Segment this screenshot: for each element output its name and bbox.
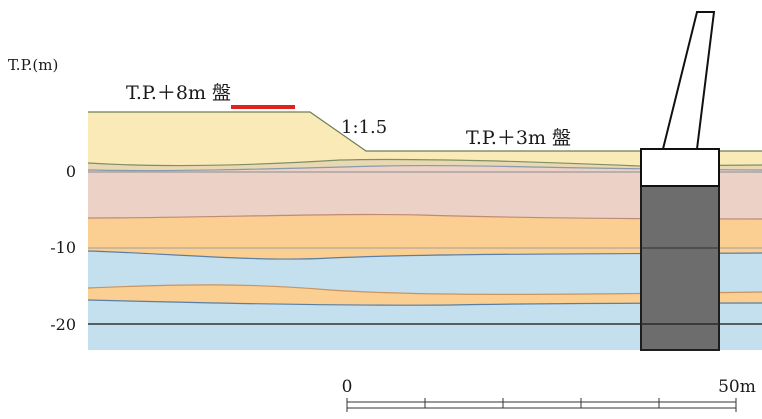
scale-bar-end-label: 50m <box>718 377 756 397</box>
slope-ratio-label: 1:1.5 <box>341 117 387 138</box>
axis-tick-minus-10: -10 <box>50 238 76 257</box>
pile-cap-block <box>640 148 720 187</box>
soil-layer-lower-orange <box>88 284 762 306</box>
axis-unit-label: T.P.(m) <box>8 56 58 74</box>
layer-boundaries <box>87 111 762 306</box>
soil-layer-upper-blue <box>88 251 762 295</box>
axis-tick-0: 0 <box>66 162 76 181</box>
scale-bar <box>346 398 737 412</box>
seawall <box>661 11 716 150</box>
soil-layer-lower-blue <box>88 300 762 350</box>
embankment-fill <box>88 112 762 166</box>
upper-platform-label: T.P.＋8m 盤 <box>126 82 231 104</box>
axis-tick-minus-20: -20 <box>50 315 76 334</box>
scale-bar-start-label: 0 <box>342 377 353 397</box>
caisson-pile <box>640 185 720 351</box>
soil-layer-pink <box>88 165 762 219</box>
lower-platform-label: T.P.＋3m 盤 <box>466 127 571 149</box>
